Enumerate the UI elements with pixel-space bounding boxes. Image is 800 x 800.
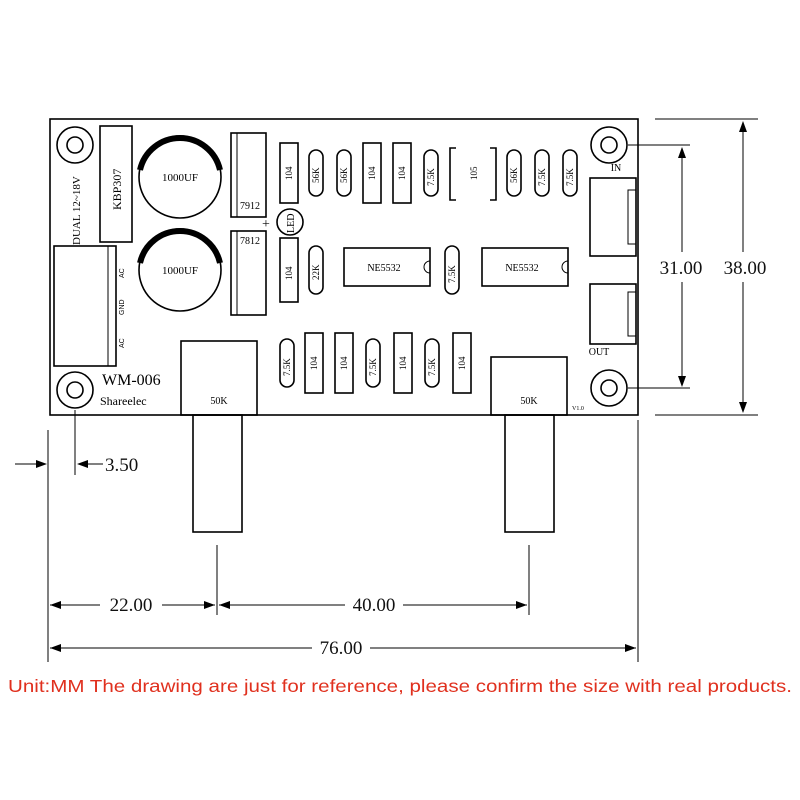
part-104-h: 104 (452, 332, 472, 394)
cap-bottom-label: 1000UF (162, 265, 198, 277)
in-connector: IN (589, 163, 637, 257)
version-label: V1.0 (572, 406, 584, 412)
svg-text:7.5K: 7.5K (447, 265, 457, 283)
resistor-7.5k-g: 7.5K (424, 338, 440, 388)
resistor-7.5k-b: 7.5K (534, 149, 550, 197)
svg-text:NE5532: NE5532 (505, 263, 538, 274)
cap-top-label: 1000UF (162, 172, 198, 184)
bridge-rectifier (99, 125, 133, 243)
regulator-7912: 7912 (230, 132, 267, 218)
part-104-d: 104 (279, 237, 299, 303)
part-104-a: 104 (279, 142, 299, 204)
resistor-56k-c: 56K (506, 149, 522, 197)
dim-pot-spacing: 40.00 (353, 595, 396, 616)
pot-left: 50K (180, 340, 258, 533)
svg-text:104: 104 (397, 166, 407, 180)
svg-text:7.5K: 7.5K (427, 358, 437, 376)
svg-text:7812: 7812 (240, 236, 260, 247)
opamp-1: NE5532 (343, 247, 431, 287)
resistor-7.5k-c: 7.5K (562, 149, 578, 197)
ac-top-label: AC (119, 268, 126, 278)
part-105: 105 (449, 147, 497, 201)
svg-text:7.5K: 7.5K (282, 358, 292, 376)
model-label: WM-006 (102, 372, 161, 389)
svg-text:104: 104 (367, 166, 377, 180)
svg-text:LED: LED (286, 214, 297, 233)
svg-text:7912: 7912 (240, 201, 260, 212)
gnd-label: GND (119, 299, 126, 315)
resistor-56k-b: 56K (336, 149, 352, 197)
svg-text:56K: 56K (339, 167, 349, 183)
unit-note: Unit:MM The drawing are just for referen… (8, 676, 792, 696)
resistor-56k-a: 56K (308, 149, 324, 197)
svg-text:104: 104 (398, 356, 408, 370)
mount-hole-bottom-right (590, 369, 628, 407)
part-104-e: 104 (304, 332, 324, 394)
part-104-b: 104 (362, 142, 382, 204)
bridge-label: KBP307 (110, 169, 124, 210)
svg-text:22K: 22K (311, 264, 321, 280)
dim-height: 38.00 (724, 258, 767, 279)
svg-text:104: 104 (284, 266, 294, 280)
svg-text:OUT: OUT (589, 347, 610, 358)
brand-label: Shareelec (100, 394, 147, 408)
mount-hole-top-left (56, 126, 94, 164)
led: LED + (262, 208, 304, 236)
mount-hole-bottom-left (56, 371, 94, 409)
svg-text:50K: 50K (210, 396, 228, 407)
pcb-outline (49, 118, 639, 416)
part-104-g: 104 (393, 332, 413, 394)
pot-right: 50K (490, 356, 568, 533)
svg-text:104: 104 (457, 356, 467, 370)
resistor-7.5k-f: 7.5K (365, 338, 381, 388)
svg-text:104: 104 (309, 356, 319, 370)
capacitor-bottom: 1000UF (137, 228, 223, 312)
resistor-22k: 22K (308, 245, 324, 295)
part-104-c: 104 (392, 142, 412, 204)
svg-text:NE5532: NE5532 (367, 263, 400, 274)
dim-hole-spacing: 31.00 (660, 258, 703, 279)
opamp-2: NE5532 (481, 247, 569, 287)
svg-text:50K: 50K (520, 396, 538, 407)
svg-text:56K: 56K (509, 167, 519, 183)
svg-text:7.5K: 7.5K (565, 168, 575, 186)
svg-text:IN: IN (611, 163, 622, 174)
ac-bottom-label: AC (119, 338, 126, 348)
svg-text:7.5K: 7.5K (537, 168, 547, 186)
svg-text:7.5K: 7.5K (368, 358, 378, 376)
svg-text:56K: 56K (311, 167, 321, 183)
part-104-f: 104 (334, 332, 354, 394)
resistor-7.5k-e: 7.5K (279, 338, 295, 388)
svg-text:105: 105 (469, 166, 479, 180)
ac-terminal-block (53, 245, 117, 367)
svg-text:104: 104 (339, 356, 349, 370)
out-connector: OUT (589, 283, 637, 358)
mount-hole-top-right (590, 126, 628, 164)
resistor-7.5k-d: 7.5K (444, 245, 460, 295)
resistor-7.5k-a: 7.5K (423, 149, 439, 197)
regulator-7812: 7812 (230, 230, 267, 316)
dim-width: 76.00 (320, 638, 363, 659)
svg-text:7.5K: 7.5K (426, 168, 436, 186)
supply-label: DUAL 12~18V (71, 176, 83, 245)
dim-left-to-pot: 22.00 (110, 595, 153, 616)
svg-text:+: + (262, 217, 270, 232)
svg-text:104: 104 (284, 166, 294, 180)
capacitor-top: 1000UF (137, 135, 223, 219)
dim-hole-offset: 3.50 (105, 455, 138, 476)
